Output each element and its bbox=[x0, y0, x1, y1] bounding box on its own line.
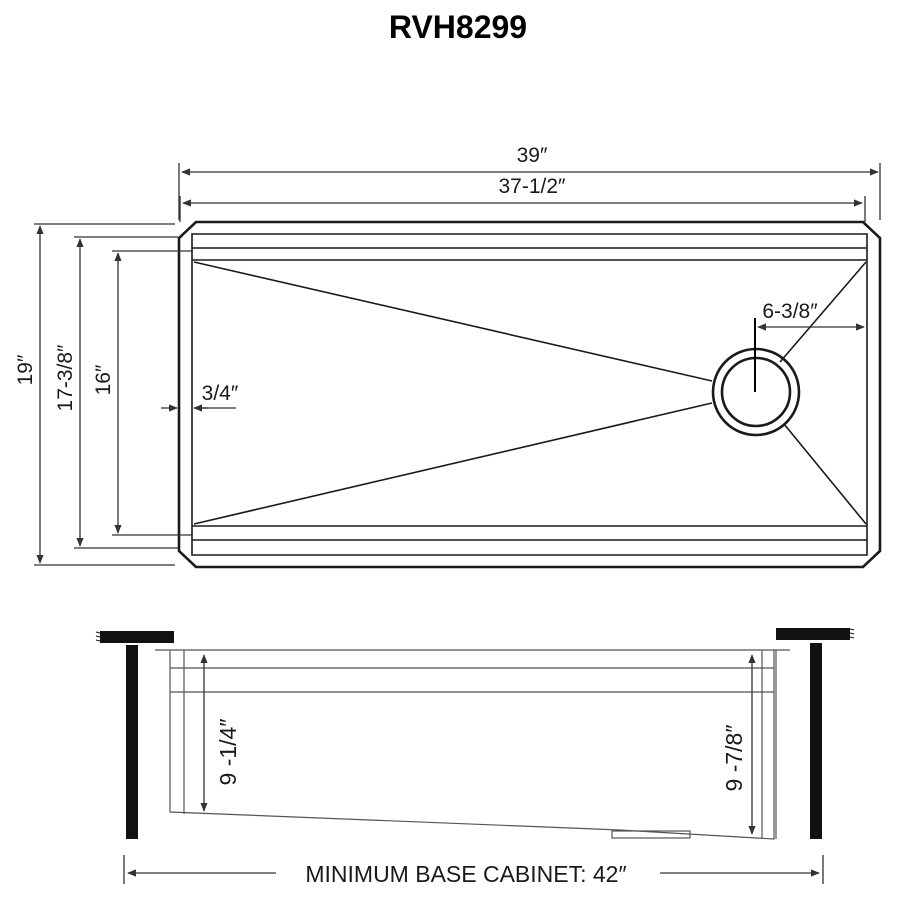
overall-depth-label: 19″ bbox=[14, 354, 37, 385]
right-height-label: 9 -7/8″ bbox=[721, 725, 747, 792]
left-height-label: 9 -1/4″ bbox=[215, 719, 241, 786]
sink-inner-rim bbox=[191, 233, 868, 556]
slope-line-bottom-left bbox=[193, 402, 713, 525]
side-view: 9 -1/4″ 9 -7/8″ MINIMUM BASE CABINET: 42… bbox=[95, 628, 855, 887]
drain-offset-label: 6-3/8″ bbox=[762, 300, 818, 323]
slope-line-bottom-right bbox=[783, 423, 867, 525]
top-view: 39″ 37-1/2″ 6-3/8″ 3/4″ bbox=[14, 144, 882, 569]
min-cabinet-label: MINIMUM BASE CABINET: 42″ bbox=[305, 861, 626, 887]
drain-stub bbox=[611, 830, 691, 839]
countertop-left bbox=[95, 631, 174, 643]
inner-width-label: 37-1/2″ bbox=[499, 175, 567, 198]
countertop-right bbox=[776, 628, 855, 640]
cabinet-wall-left bbox=[126, 645, 138, 839]
sink-outer-outline bbox=[177, 220, 882, 569]
model-title: RVH8299 bbox=[389, 9, 527, 45]
inner-depth-label: 17-3/8″ bbox=[54, 344, 77, 412]
sink-side-profile bbox=[155, 649, 790, 840]
overall-width-label: 39″ bbox=[517, 144, 548, 167]
basin-depth-label: 16″ bbox=[92, 364, 115, 395]
rim-offset-label: 3/4″ bbox=[202, 382, 239, 405]
slope-line-top-left bbox=[193, 261, 713, 382]
cabinet-wall-right bbox=[810, 643, 822, 839]
slope-line-top-right bbox=[779, 261, 867, 363]
